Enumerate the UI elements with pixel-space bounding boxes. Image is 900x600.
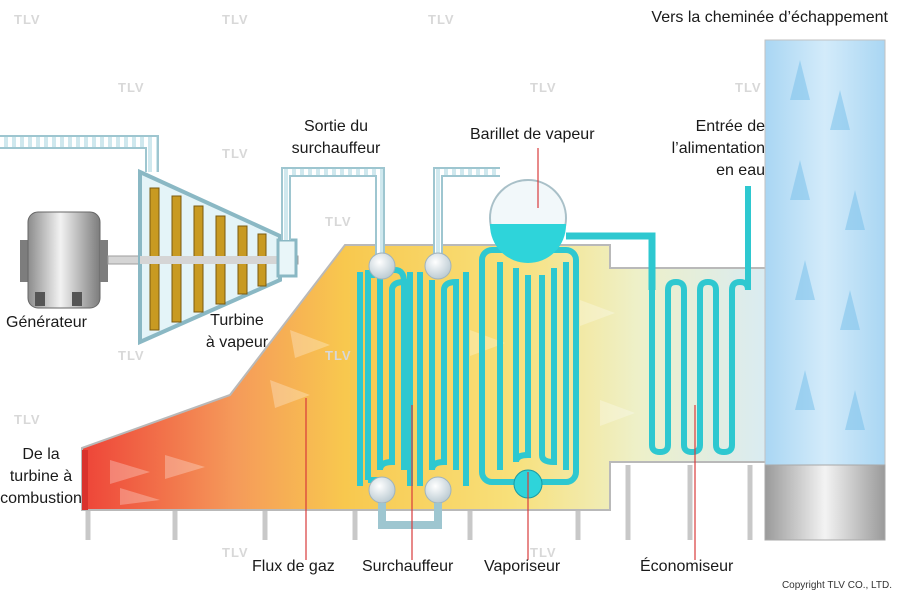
watermark: TLV: [14, 12, 41, 27]
generator-label: Générateur: [6, 314, 87, 331]
stack-flow-arrows: [790, 60, 865, 430]
superheater-outlet-label-line: surchauffeur: [291, 140, 381, 157]
steam-turbine-label: Turbine à vapeur: [192, 310, 282, 354]
gas-turbine-inlet-label: De la turbine à combustion: [0, 444, 82, 510]
feedwater-inlet-label-line: Entrée de: [695, 118, 765, 135]
watermark: TLV: [118, 80, 145, 95]
steam-turbine: [138, 168, 298, 346]
superheater-label: Surchauffeur: [362, 558, 454, 575]
generator: [20, 211, 108, 309]
copyright-text: Copyright TLV CO., LTD.: [781, 580, 892, 591]
exhaust-stack-base: [764, 464, 886, 541]
superheater-outlet-label-line: Sortie du: [303, 118, 369, 135]
watermark: TLV: [325, 214, 352, 229]
watermark: TLV: [735, 80, 762, 95]
gas-turbine-inlet-label-line: turbine à: [9, 468, 73, 485]
superheater-headers: [368, 252, 452, 504]
steam-turbine-label-line: Turbine: [210, 312, 264, 329]
feedwater-inlet-label-line: l’alimentation: [671, 140, 765, 157]
watermark: TLV: [222, 545, 249, 560]
watermark: TLV: [14, 412, 41, 427]
leader-lines: [305, 148, 696, 560]
superheater-outlet-label: Sortie du surchauffeur: [276, 116, 396, 160]
evaporator-label: Vaporiseur: [484, 558, 561, 575]
watermark: TLV: [325, 348, 352, 363]
watermark: TLV: [428, 12, 455, 27]
economizer-tubes: [649, 186, 751, 456]
watermark: TLV: [222, 146, 249, 161]
steam-turbine-label-line: à vapeur: [205, 334, 269, 351]
watermark: TLV: [222, 12, 249, 27]
feedwater-inlet-label: Entrée de l’alimentation en eau: [600, 116, 765, 182]
gas-turbine-inlet-label-line: De la: [22, 446, 60, 463]
steam-drum: [489, 179, 567, 263]
gas-flow-arrows: [110, 300, 635, 505]
superheater-tubes: [357, 267, 469, 486]
gas-flow-label: Flux de gaz: [252, 558, 335, 575]
exhaust-label: Vers la cheminée d’échappement: [651, 9, 888, 26]
support-legs: [85, 465, 753, 540]
gas-turbine-inlet-label-line: combustion: [0, 490, 82, 507]
steam-drum-label: Barillet de vapeur: [470, 126, 595, 143]
watermark: TLV: [530, 80, 557, 95]
watermark: TLV: [118, 348, 145, 363]
watermark: TLV: [530, 545, 557, 560]
feedwater-inlet-label-line: en eau: [716, 162, 765, 179]
exhaust-stack: [764, 39, 886, 466]
economizer-label: Économiseur: [640, 558, 734, 575]
